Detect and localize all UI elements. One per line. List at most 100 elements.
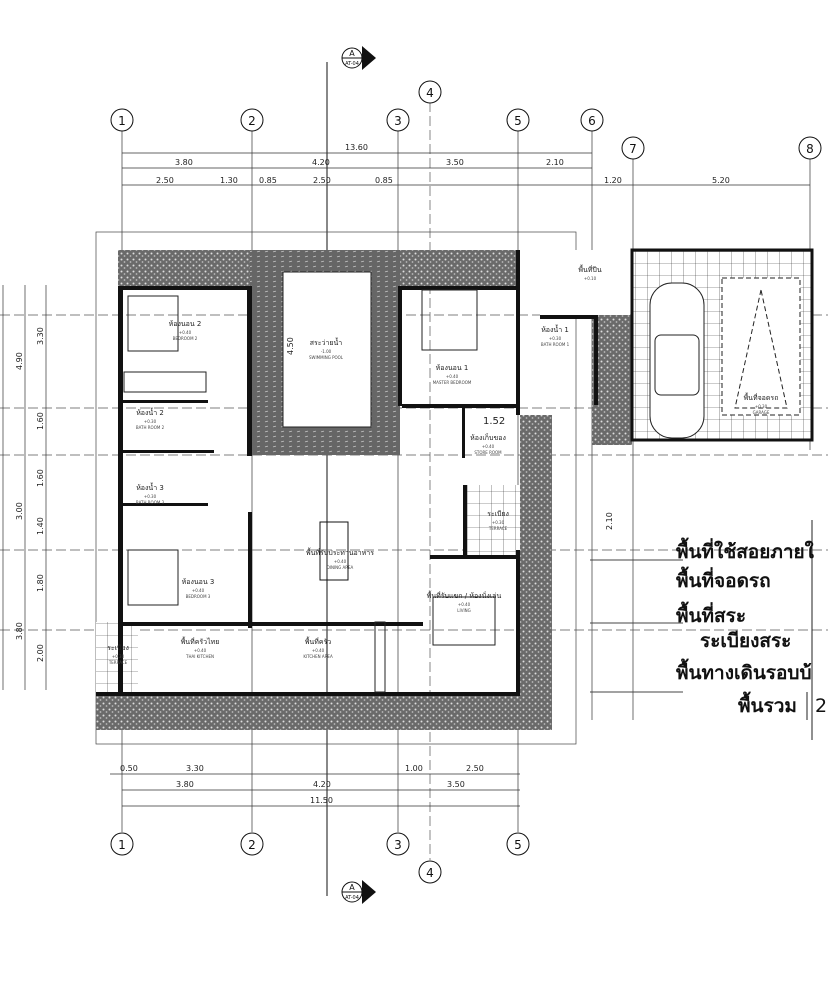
dim: 0.85 [259, 176, 277, 185]
area-row: พื้นที่จอดรถ [676, 566, 771, 592]
label: SWIMMING POOL [309, 355, 344, 360]
grid-label: 8 [806, 142, 814, 156]
label: ห้องเก็บของ [470, 433, 506, 442]
label: STORE ROOM [474, 450, 502, 455]
dim: 3.30 [36, 327, 45, 345]
grid-label: 6 [588, 114, 596, 128]
section-marker-top: A AT-04 [341, 46, 376, 70]
bottom-dimensions: 0.50 3.30 1.00 2.50 3.80 4.20 3.50 11.50 [110, 764, 520, 807]
label: พื้นที่ครัว [305, 635, 331, 646]
dim: 3.80 [175, 158, 193, 167]
label: ห้องน้ำ 3 [136, 481, 164, 492]
room-label: พื้นที่ปีน +0.10 [578, 263, 601, 281]
label: +0.40 [192, 588, 205, 593]
dim: 2.50 [466, 764, 484, 773]
label: +0.10 [584, 276, 597, 281]
label: A [349, 49, 355, 58]
label: MASTER BEDROOM [433, 380, 472, 385]
building [96, 248, 814, 730]
label: THAI KITCHEN [185, 654, 214, 659]
dim: 1.40 [36, 517, 45, 535]
label: LIVING [457, 608, 470, 613]
label: BEDROOM 3 [186, 594, 211, 599]
area-table: พื้นที่ใช้สอยภายใ พื้นที่จอดรถ พื้นที่สร… [590, 520, 827, 740]
label: BATH ROOM 2 [136, 425, 165, 430]
dim: 5.20 [712, 176, 730, 185]
grid-label: 3 [394, 838, 402, 852]
dim: 4.20 [312, 158, 330, 167]
dim: 0.50 [120, 764, 138, 773]
label: ห้องนอน 2 [169, 320, 202, 328]
grid-label: 5 [514, 114, 522, 128]
area-total-label: พื้นรวม [738, 691, 797, 717]
label: พื้นที่ครัวไทย [181, 635, 220, 646]
top-dimensions: 13.60 3.80 4.20 3.50 2.10 2.50 1.30 0.85… [122, 143, 810, 186]
left-dimensions: 4.90 3.00 3.80 3.30 1.60 1.60 1.40 1.80 … [2, 285, 47, 690]
area-row: พื้นที่สระ [676, 601, 746, 627]
grid-label: 2 [248, 838, 256, 852]
car-icon [649, 282, 705, 439]
label: +0.30 [492, 520, 505, 525]
dim: 3.80 [176, 780, 194, 789]
label: พื้นที่จอดรถ [744, 391, 779, 402]
dim: 3.50 [447, 780, 465, 789]
dim: 3.30 [186, 764, 204, 773]
label: -1.00 [321, 349, 332, 354]
dim: 3.50 [446, 158, 464, 167]
label: TERRACE [108, 660, 128, 665]
label: AT-04 [345, 61, 359, 67]
grid-label: 7 [629, 142, 637, 156]
dim: 1.00 [405, 764, 423, 773]
label: GARAGE [753, 410, 770, 415]
label: พื้นที่รับแขก / ห้องนั่งเล่น [427, 589, 502, 600]
grid-label: 5 [514, 838, 522, 852]
label: +0.30 [549, 336, 562, 341]
dim: 3.00 [15, 502, 24, 520]
label: KITCHEN AREA [303, 654, 333, 659]
label: ห้องน้ำ 2 [136, 406, 164, 417]
dim-overall: 13.60 [345, 143, 368, 152]
dim: 3.80 [15, 622, 24, 640]
label: +0.40 [179, 330, 192, 335]
area-row: พื้นที่ใช้สอยภายใ [676, 537, 815, 563]
dim: 1.60 [36, 412, 45, 430]
garage-dim: 2.10 [605, 512, 614, 530]
sofa-set [432, 596, 496, 646]
area-row: พื้นทางเดินรอบบ้ [676, 658, 812, 684]
grid-label: 3 [394, 114, 402, 128]
label: BATH ROOM 3 [136, 500, 165, 505]
label: พื้นที่ปีน [578, 263, 601, 274]
label: พื้นที่รับประทานอาหาร [306, 546, 374, 557]
dim-overall: 11.50 [310, 796, 333, 805]
area-row: ระเบียงสระ [700, 630, 791, 652]
pool-dim: 4.50 [286, 337, 295, 355]
label: ห้องนอน 3 [182, 578, 215, 586]
grid-label: 1 [118, 838, 126, 852]
label: +0.30 [112, 654, 125, 659]
area-total-value: 2 [815, 695, 827, 717]
label: สระว่ายน้ำ [310, 336, 343, 347]
grid-label: 4 [426, 866, 434, 880]
dim: 1.60 [36, 469, 45, 487]
label: +0.40 [482, 444, 495, 449]
label: AT-04 [345, 895, 359, 901]
label: A [349, 883, 355, 892]
dim: 4.20 [313, 780, 331, 789]
label: ห้องนอน 1 [436, 364, 469, 372]
label: +0.40 [446, 374, 459, 379]
label: ห้องน้ำ 1 [541, 323, 569, 334]
dim: 1.80 [36, 574, 45, 592]
dining-table [319, 521, 349, 581]
